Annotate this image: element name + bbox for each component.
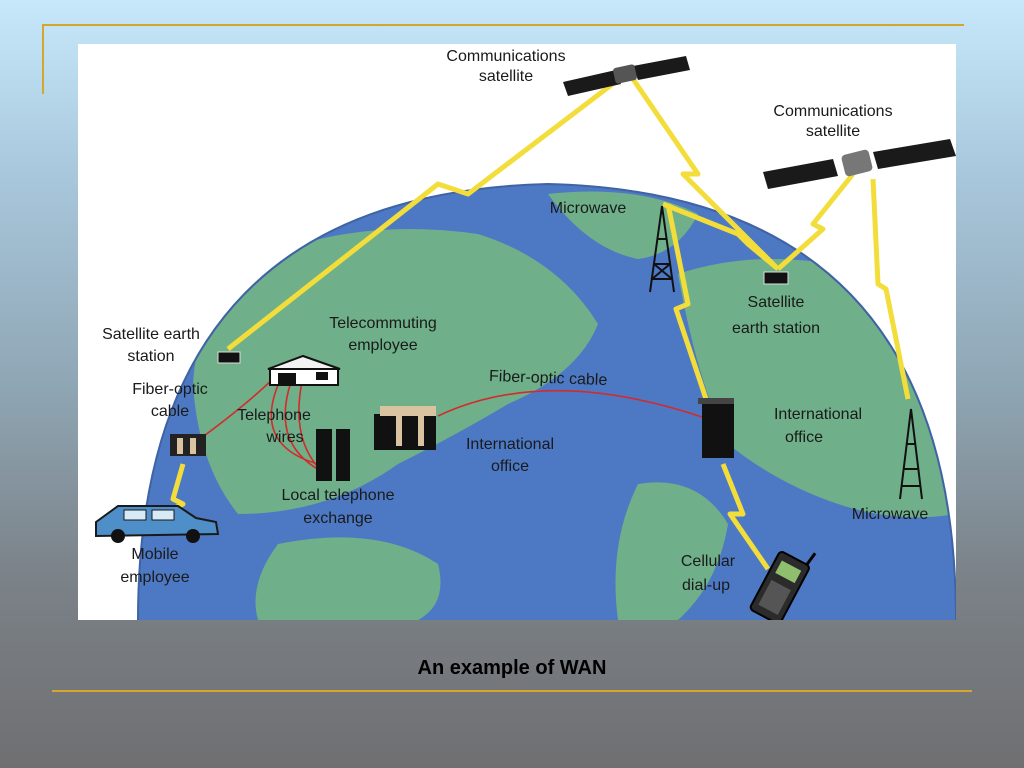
label-sat1-line1: Communications xyxy=(446,48,565,65)
label-intl-office-right-line2: office xyxy=(785,429,823,446)
label-cellular-line2: dial-up xyxy=(682,577,730,594)
microwave-tower-right xyxy=(899,408,923,500)
label-telecommuting-line1: Telecommuting xyxy=(329,315,437,332)
label-telecommuting-line2: employee xyxy=(348,337,417,354)
label-telephone-wires-line1: Telephone xyxy=(237,407,311,424)
label-intl-office-right-line1: International xyxy=(774,406,862,423)
communications-satellite-2 xyxy=(763,139,956,189)
label-fiber-optic-cable-curved: Fiber-optic cable xyxy=(489,368,608,389)
label-mobile-line2: employee xyxy=(120,569,189,586)
international-office-left xyxy=(374,406,436,450)
fiber-optic-junction xyxy=(170,434,206,456)
slide-caption: An example of WAN xyxy=(417,657,607,679)
link-sat1-earthstation-right xyxy=(630,77,780,271)
wired-links xyxy=(192,373,709,478)
label-telephone-wires-line2: wires xyxy=(265,429,303,446)
satellite-earth-station-left xyxy=(217,351,241,364)
satellite-earth-station-right xyxy=(763,271,789,285)
label-intl-office-left-line2: office xyxy=(491,458,529,475)
label-microwave-top: Microwave xyxy=(550,200,627,217)
label-earth-station-left-line2: station xyxy=(127,348,174,365)
label-microwave-right: Microwave xyxy=(852,506,929,523)
label-earth-station-right-line2: earth station xyxy=(732,320,820,337)
label-sat2-line1: Communications xyxy=(773,103,892,120)
label-mobile-line1: Mobile xyxy=(131,546,178,563)
wireless-links xyxy=(161,74,911,571)
label-fiber-cable-line1: Fiber-optic xyxy=(132,381,208,398)
link-sat1-earthstation-left xyxy=(226,74,625,351)
label-sat2-line2: satellite xyxy=(806,123,860,140)
link-sat2-microwave-right xyxy=(870,178,911,400)
wan-diagram: Communications satellite Communications … xyxy=(95,48,956,620)
communications-satellite-1 xyxy=(563,56,690,96)
label-fiber-cable-line2: cable xyxy=(151,403,189,420)
local-telephone-exchange xyxy=(316,429,350,481)
left-rule xyxy=(42,24,44,94)
microwave-tower-top xyxy=(649,205,675,293)
globe xyxy=(137,182,956,620)
fiber-optic-cable-line xyxy=(437,389,709,420)
link-sat2-earthstation-right xyxy=(776,172,855,271)
cellular-phone xyxy=(749,550,817,620)
link-microwave-intl-office xyxy=(665,203,709,400)
telephone-wire-2 xyxy=(284,375,324,473)
label-earth-station-left-line1: Satellite earth xyxy=(102,326,200,343)
label-intl-office-left-line1: International xyxy=(466,436,554,453)
telecommuting-house xyxy=(267,354,341,386)
mobile-employee-car xyxy=(95,505,220,543)
link-intl-office-cellular xyxy=(720,463,771,571)
link-microwave-earthstation xyxy=(662,201,780,271)
label-cellular-line1: Cellular xyxy=(681,553,736,570)
top-rule xyxy=(42,24,964,26)
wan-diagram-panel: Communications satellite Communications … xyxy=(78,44,956,620)
international-office-right xyxy=(698,398,734,458)
label-earth-station-right-line1: Satellite xyxy=(748,294,805,311)
label-local-exchange-line2: exchange xyxy=(303,510,372,527)
label-local-exchange-line1: Local telephone xyxy=(282,487,395,504)
label-sat1-line2: satellite xyxy=(479,68,533,85)
bottom-rule xyxy=(52,690,972,692)
